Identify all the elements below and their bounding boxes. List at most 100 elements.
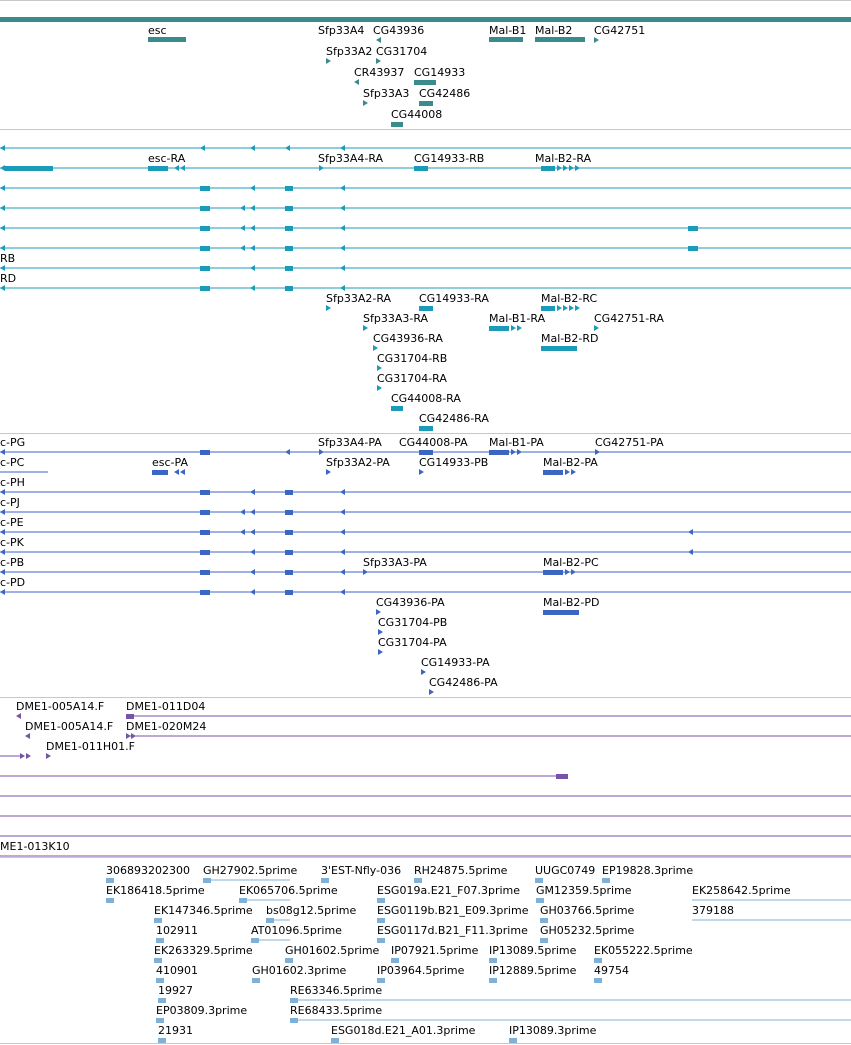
feature-label[interactable]: IP13089.5prime	[489, 944, 577, 957]
feature-label[interactable]: Mal-B1	[489, 24, 527, 37]
feature-label[interactable]: CG14933	[414, 66, 466, 79]
feature-label[interactable]: EK065706.5prime	[239, 884, 338, 897]
feature-label[interactable]: GH27902.5prime	[203, 864, 298, 877]
feature-label[interactable]: CG14933-RB	[414, 152, 485, 165]
feature-label[interactable]: 19927	[158, 984, 193, 997]
feature-label[interactable]: CG43936-PA	[376, 596, 445, 609]
feature-label[interactable]: UUGC0749	[535, 864, 596, 877]
feature-label[interactable]: DME1-020M24	[126, 720, 207, 733]
feature-label[interactable]: RE63346.5prime	[290, 984, 383, 997]
feature-label[interactable]: 306893202300	[106, 864, 190, 877]
feature-label[interactable]: CG31704-PB	[378, 616, 448, 629]
chromosome-region-bar[interactable]	[0, 17, 851, 22]
feature-label[interactable]: CG14933-PB	[419, 456, 489, 469]
feature-label[interactable]: CG31704-RB	[377, 352, 448, 365]
feature-label[interactable]: GH01602.3prime	[252, 964, 347, 977]
feature-label[interactable]: c-PG	[0, 436, 26, 449]
feature-exon	[541, 166, 555, 171]
feature-label[interactable]: DME1-005A14.F	[16, 700, 105, 713]
feature-label[interactable]: GM12359.5prime	[536, 884, 632, 897]
feature-label[interactable]: CR43937	[354, 66, 405, 79]
feature-label[interactable]: Mal-B2-RA	[535, 152, 592, 165]
feature-label[interactable]: CG43936-RA	[373, 332, 443, 345]
feature-label[interactable]: EP19828.3prime	[602, 864, 694, 877]
feature-label[interactable]: 21931	[158, 1024, 193, 1037]
feature-label[interactable]: ESG0117d.B21_F11.3prime	[377, 924, 528, 937]
feature-label[interactable]: CG44008-RA	[391, 392, 461, 405]
feature-label[interactable]: CG42751-PA	[595, 436, 664, 449]
feature-label[interactable]: RB	[0, 252, 16, 265]
feature-label[interactable]: Sfp33A2	[326, 45, 373, 58]
feature-label[interactable]: esc-PA	[152, 456, 188, 469]
feature-label[interactable]: Mal-B2-PA	[543, 456, 598, 469]
feature-label[interactable]: 3'EST-Nfly-036	[321, 864, 402, 877]
feature-label[interactable]: DME1-011H01.F	[46, 740, 135, 753]
feature-label[interactable]: CG42486	[419, 87, 471, 100]
feature-label[interactable]: ESG019a.E21_F07.3prime	[377, 884, 520, 897]
feature-label[interactable]: Sfp33A4	[318, 24, 365, 37]
feature-label[interactable]: RD	[0, 272, 17, 285]
feature-label[interactable]: Mal-B1-RA	[489, 312, 546, 325]
feature-label[interactable]: c-PE	[0, 516, 24, 529]
feature-label[interactable]: c-PJ	[0, 496, 20, 509]
feature-label[interactable]: c-PH	[0, 476, 25, 489]
feature-label[interactable]: c-PC	[0, 456, 25, 469]
feature-label[interactable]: CG42751	[594, 24, 646, 37]
feature-label[interactable]: EK186418.5prime	[106, 884, 205, 897]
feature-label[interactable]: Sfp33A2-RA	[326, 292, 392, 305]
feature-label[interactable]: Sfp33A3-PA	[363, 556, 427, 569]
feature-label[interactable]: DME1-011D04	[126, 700, 206, 713]
feature-label[interactable]: RE68433.5prime	[290, 1004, 383, 1017]
feature-label[interactable]: AT01096.5prime	[251, 924, 342, 937]
feature-label[interactable]: 102911	[156, 924, 198, 937]
feature-label[interactable]: Sfp33A4-PA	[318, 436, 382, 449]
feature-label[interactable]: c-PK	[0, 536, 24, 549]
feature-label[interactable]: CG44008	[391, 108, 443, 121]
feature-label[interactable]: IP07921.5prime	[391, 944, 479, 957]
feature-label[interactable]: EK147346.5prime	[154, 904, 253, 917]
feature-label[interactable]: IP12889.5prime	[489, 964, 577, 977]
feature-label[interactable]: Mal-B2-RC	[541, 292, 598, 305]
feature-label[interactable]: Sfp33A3-RA	[363, 312, 429, 325]
feature-label[interactable]: Mal-B2-PC	[543, 556, 599, 569]
feature-label[interactable]: esc-RA	[148, 152, 186, 165]
feature-label[interactable]: Sfp33A3	[363, 87, 410, 100]
feature-label[interactable]: 410901	[156, 964, 198, 977]
feature-label[interactable]: CG42486-RA	[419, 412, 489, 425]
feature-label[interactable]: CG14933-RA	[419, 292, 489, 305]
feature-label[interactable]: CG43936	[373, 24, 425, 37]
feature-label[interactable]: IP13089.3prime	[509, 1024, 597, 1037]
feature-label[interactable]: Mal-B2-PD	[543, 596, 600, 609]
feature-label[interactable]: Sfp33A2-PA	[326, 456, 390, 469]
feature-label[interactable]: GH05232.5prime	[540, 924, 635, 937]
feature-label[interactable]: Mal-B2	[535, 24, 573, 37]
feature-label[interactable]: Sfp33A4-RA	[318, 152, 384, 165]
feature-label[interactable]: bs08g12.5prime	[266, 904, 357, 917]
feature-label[interactable]: CG14933-PA	[421, 656, 490, 669]
feature-label[interactable]: EK258642.5prime	[692, 884, 791, 897]
feature-label[interactable]: c-PB	[0, 556, 25, 569]
feature-label[interactable]: ESG0119b.B21_E09.3prime	[377, 904, 529, 917]
feature-label[interactable]: RH24875.5prime	[414, 864, 508, 877]
feature-label[interactable]: DME1-005A14.F	[25, 720, 114, 733]
feature-label[interactable]: ESG018d.E21_A01.3prime	[331, 1024, 476, 1037]
feature-label[interactable]: CG42751-RA	[594, 312, 664, 325]
feature-label[interactable]: CG31704	[376, 45, 428, 58]
feature-label[interactable]: Mal-B1-PA	[489, 436, 544, 449]
feature-label[interactable]: esc	[148, 24, 167, 37]
feature-label[interactable]: CG44008-PA	[399, 436, 468, 449]
feature-label[interactable]: c-PD	[0, 576, 26, 589]
feature-label[interactable]: Mal-B2-RD	[541, 332, 599, 345]
feature-label[interactable]: IP03964.5prime	[377, 964, 465, 977]
feature-label[interactable]: EK055222.5prime	[594, 944, 693, 957]
feature-label[interactable]: CG42486-PA	[429, 676, 498, 689]
feature-label[interactable]: CG31704-PA	[378, 636, 447, 649]
feature-label[interactable]: GH01602.5prime	[285, 944, 380, 957]
feature-label[interactable]: 49754	[594, 964, 629, 977]
feature-label[interactable]: 379188	[692, 904, 734, 917]
feature-label[interactable]: ME1-013K10	[0, 840, 70, 853]
feature-label[interactable]: EK263329.5prime	[154, 944, 253, 957]
feature-label[interactable]: EP03809.3prime	[156, 1004, 248, 1017]
feature-label[interactable]: CG31704-RA	[377, 372, 447, 385]
feature-label[interactable]: GH03766.5prime	[540, 904, 635, 917]
